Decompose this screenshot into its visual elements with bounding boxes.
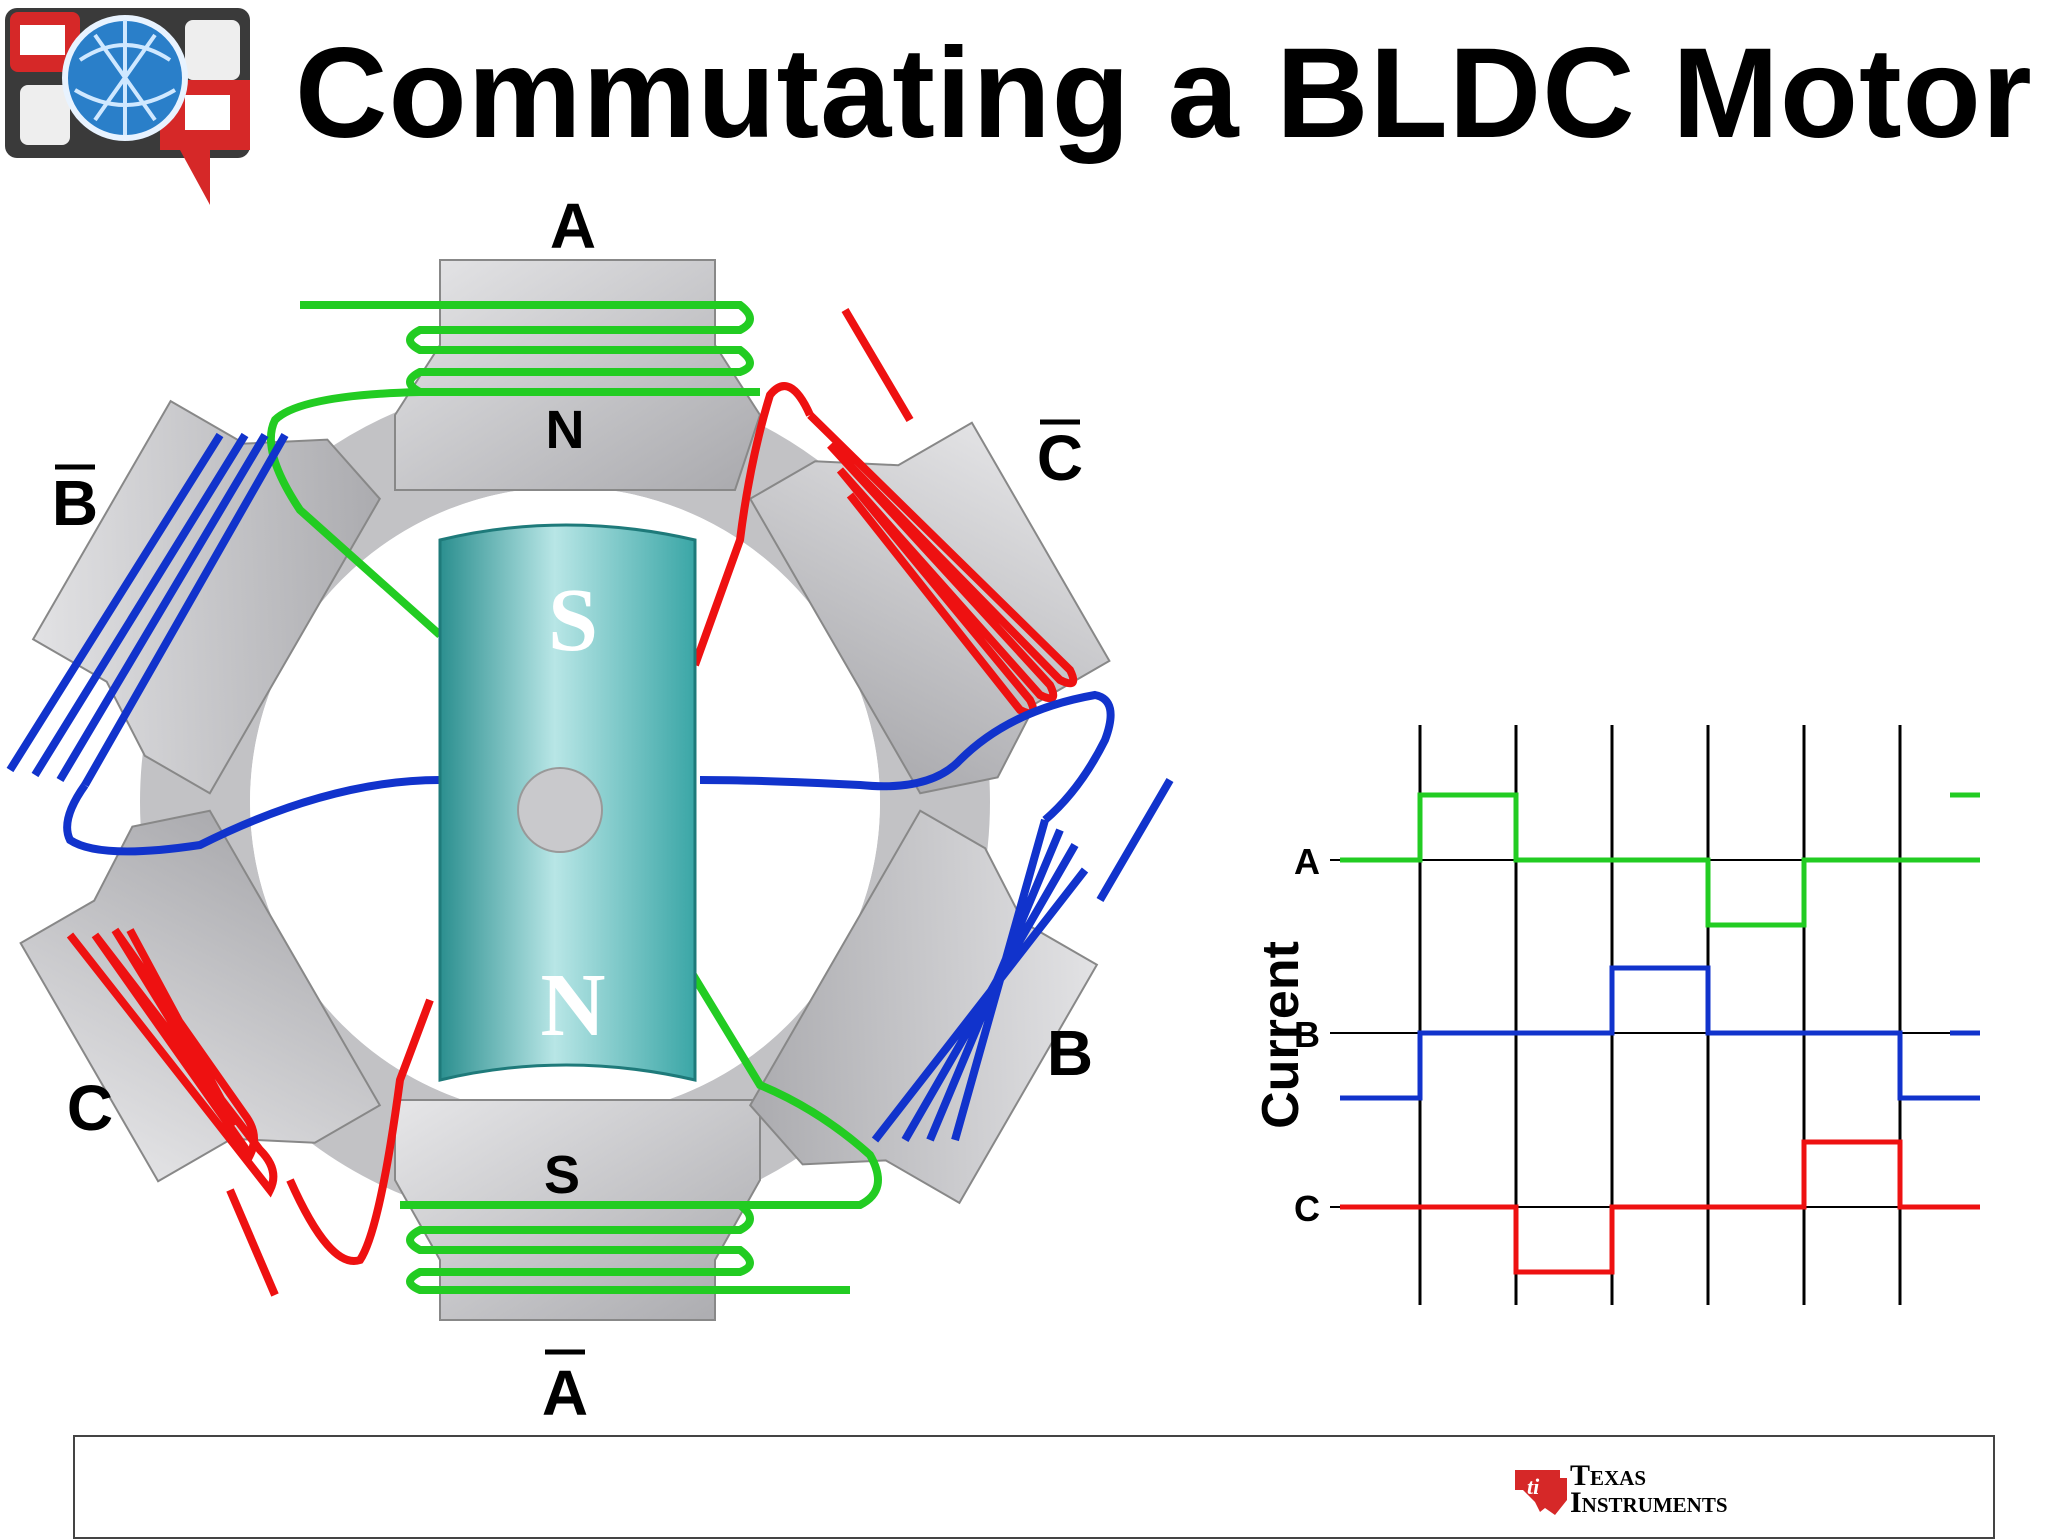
chart-series (1340, 792, 1980, 1275)
phase-label-a: A (550, 190, 596, 262)
ti-brand-line2: Instruments (1570, 1486, 1728, 1519)
rotor-pole-top-label: S (548, 571, 598, 670)
stator-pole-lower-left (19, 809, 382, 1183)
coil-b-upper-left (6, 432, 441, 856)
training-logo-icon (5, 8, 250, 205)
phase-label-c: C (67, 1072, 113, 1144)
chart-series-b (1340, 965, 1980, 1101)
chart-series-label-c: C (1294, 1188, 1320, 1229)
chart-grid (1330, 725, 1960, 1305)
chart-series-c (1340, 1139, 1980, 1275)
coil-a-top (266, 301, 760, 638)
stator-pole-bottom-label: S (544, 1145, 580, 1205)
chart-y-axis-label: Current (1252, 941, 1310, 1129)
chart-labels: A B C (1294, 841, 1320, 1229)
ti-brand-line1: Texas (1570, 1459, 1647, 1492)
stator-pole-lower-right (748, 809, 1099, 1205)
rotor-shaft (517, 767, 603, 853)
rotor-magnet (438, 523, 697, 1082)
rotor-pole-bottom-label: N (541, 956, 606, 1055)
coil-b-lower-right (699, 690, 1174, 1143)
stator-pole-upper-right (748, 421, 1111, 795)
commutation-current-chart: A B C Current (1252, 725, 1980, 1305)
chart-series-a (1340, 792, 1980, 928)
chart-series-label-b: B (1294, 1014, 1320, 1055)
chart-series-label-a: A (1294, 841, 1320, 882)
phase-label-b-bar: B (52, 467, 98, 539)
svg-text:ti: ti (1527, 1474, 1540, 1499)
phase-label-b: B (1047, 1017, 1093, 1089)
bldc-motor-diagram: S N N S A A B B C C (6, 190, 1174, 1429)
page-title: Commutating a BLDC Motor (295, 22, 2033, 165)
ti-brand-text: Texas Instruments (1570, 1459, 1728, 1519)
footer-bar (73, 1435, 1995, 1539)
ti-logo-icon: ti (1515, 1470, 1567, 1515)
phase-label-a-bar: A (542, 1357, 588, 1429)
coil-c-lower-left (66, 927, 434, 1297)
coil-a-bottom (400, 967, 882, 1294)
stator-pole-top-label: N (546, 400, 585, 460)
phase-label-c-bar: C (1037, 422, 1083, 494)
